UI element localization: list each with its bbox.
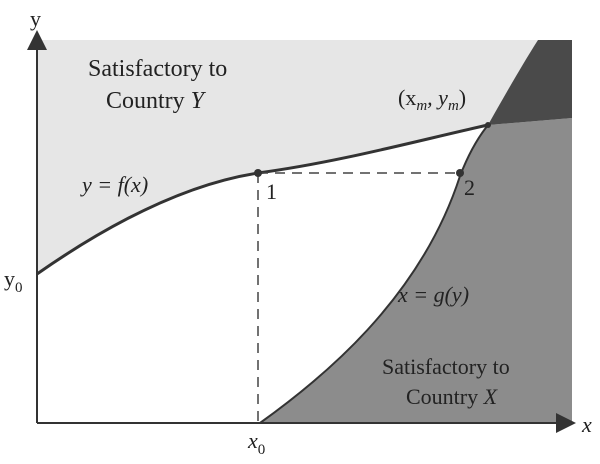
country-x-label-line1: Satisfactory to — [382, 354, 510, 379]
point-2 — [456, 169, 464, 177]
region-overlap — [488, 40, 572, 125]
curve-f-label: y = f(x) — [80, 172, 148, 197]
curve-g-label: x = g(y) — [397, 282, 469, 307]
point-1-label: 1 — [266, 179, 277, 204]
region-country-x — [260, 118, 572, 423]
point-2-label: 2 — [464, 175, 475, 200]
y0-label: y0 — [4, 266, 23, 296]
point-intersection — [485, 122, 491, 128]
curve-g — [259, 124, 489, 424]
country-y-label-line1: Satisfactory to — [88, 56, 227, 82]
intersection-label: (xm, ym) — [398, 85, 466, 114]
point-1 — [254, 169, 262, 177]
country-x-label-line2: Country X — [406, 384, 499, 409]
x-axis-label: x — [581, 412, 592, 437]
region-country-y — [37, 40, 572, 274]
y-axis-label: y — [30, 6, 41, 31]
country-y-label-line2: Country Y — [106, 88, 207, 114]
x0-label: x0 — [247, 428, 265, 458]
